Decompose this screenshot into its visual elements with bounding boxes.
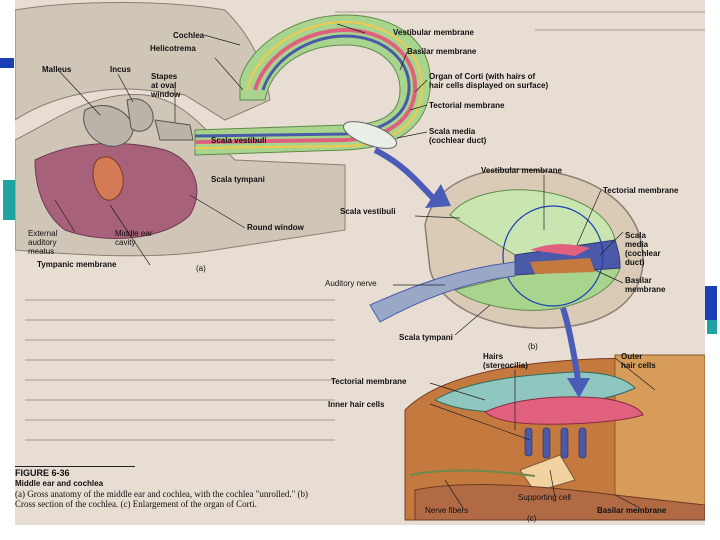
blue-accent-bar-right (703, 286, 717, 320)
label-supporting-cell: Supporting cell (518, 493, 571, 502)
label-round-window: Round window (247, 223, 304, 232)
caption-body: (a) Gross anatomy of the middle ear and … (15, 489, 308, 509)
label-malleus: Malleus (42, 65, 72, 74)
panel-label-a: (a) (196, 264, 206, 273)
teal-accent-bar-right (707, 320, 717, 334)
label-hairs-stereocilia: Hairs (stereocilia) (483, 352, 528, 370)
label-basilar-membrane-b: Basilar membrane (625, 276, 666, 294)
label-basilar-membrane-a: Basilar membrane (407, 47, 477, 56)
label-tectorial-membrane-b: Tectorial membrane (603, 186, 679, 195)
label-scala-media-b: Scala media (cochlear duct) (625, 231, 661, 267)
teal-accent-bar-left (3, 180, 15, 220)
blue-accent-bar-left-top (0, 58, 14, 68)
label-vestibular-membrane-a: Vestibular membrane (393, 28, 474, 37)
label-external-auditory-meatus: External auditory meatus (28, 229, 58, 256)
panel-label-b: (b) (528, 342, 538, 351)
label-scala-vestibuli-a: Scala vestibuli (211, 136, 267, 145)
label-scala-media-a: Scala media (cochlear duct) (429, 127, 487, 145)
label-scala-vestibuli-b: Scala vestibuli (340, 207, 396, 216)
figure-caption: FIGURE 6-36 Middle ear and cochlea (a) G… (15, 466, 325, 509)
label-vestibular-membrane-b: Vestibular membrane (481, 166, 562, 175)
label-stapes: Stapes at oval window (151, 72, 181, 99)
label-incus: Incus (110, 65, 131, 74)
label-nerve-fibers: Nerve fibers (425, 506, 469, 515)
caption-title: Middle ear and cochlea (15, 479, 104, 488)
label-cochlea: Cochlea (173, 31, 205, 40)
label-auditory-nerve: Auditory nerve (325, 279, 377, 288)
label-middle-ear-cavity: Middle ear cavity (115, 229, 153, 247)
label-scala-tympani-a: Scala tympani (211, 175, 265, 184)
label-tectorial-membrane-c: Tectorial membrane (331, 377, 407, 386)
label-outer-hair-cells: Outer hair cells (621, 352, 656, 370)
panel-label-c: (c) (527, 514, 537, 523)
label-tympanic-membrane: Tympanic membrane (37, 260, 117, 269)
label-basilar-membrane-c: Basilar membrane (597, 506, 667, 515)
label-tectorial-membrane-a: Tectorial membrane (429, 101, 505, 110)
label-inner-hair-cells: Inner hair cells (328, 400, 385, 409)
label-organ-of-corti: Organ of Corti (with hairs of hair cells… (429, 72, 549, 90)
label-helicotrema: Helicotrema (150, 44, 196, 53)
label-scala-tympani-b: Scala tympani (399, 333, 453, 342)
cochlea-illustration (15, 2, 705, 521)
caption-figure-number: FIGURE 6-36 (15, 468, 70, 478)
textbook-figure: Cochlea Helicotrema Malleus Incus Stapes… (15, 0, 705, 525)
caption-rule (15, 466, 135, 467)
